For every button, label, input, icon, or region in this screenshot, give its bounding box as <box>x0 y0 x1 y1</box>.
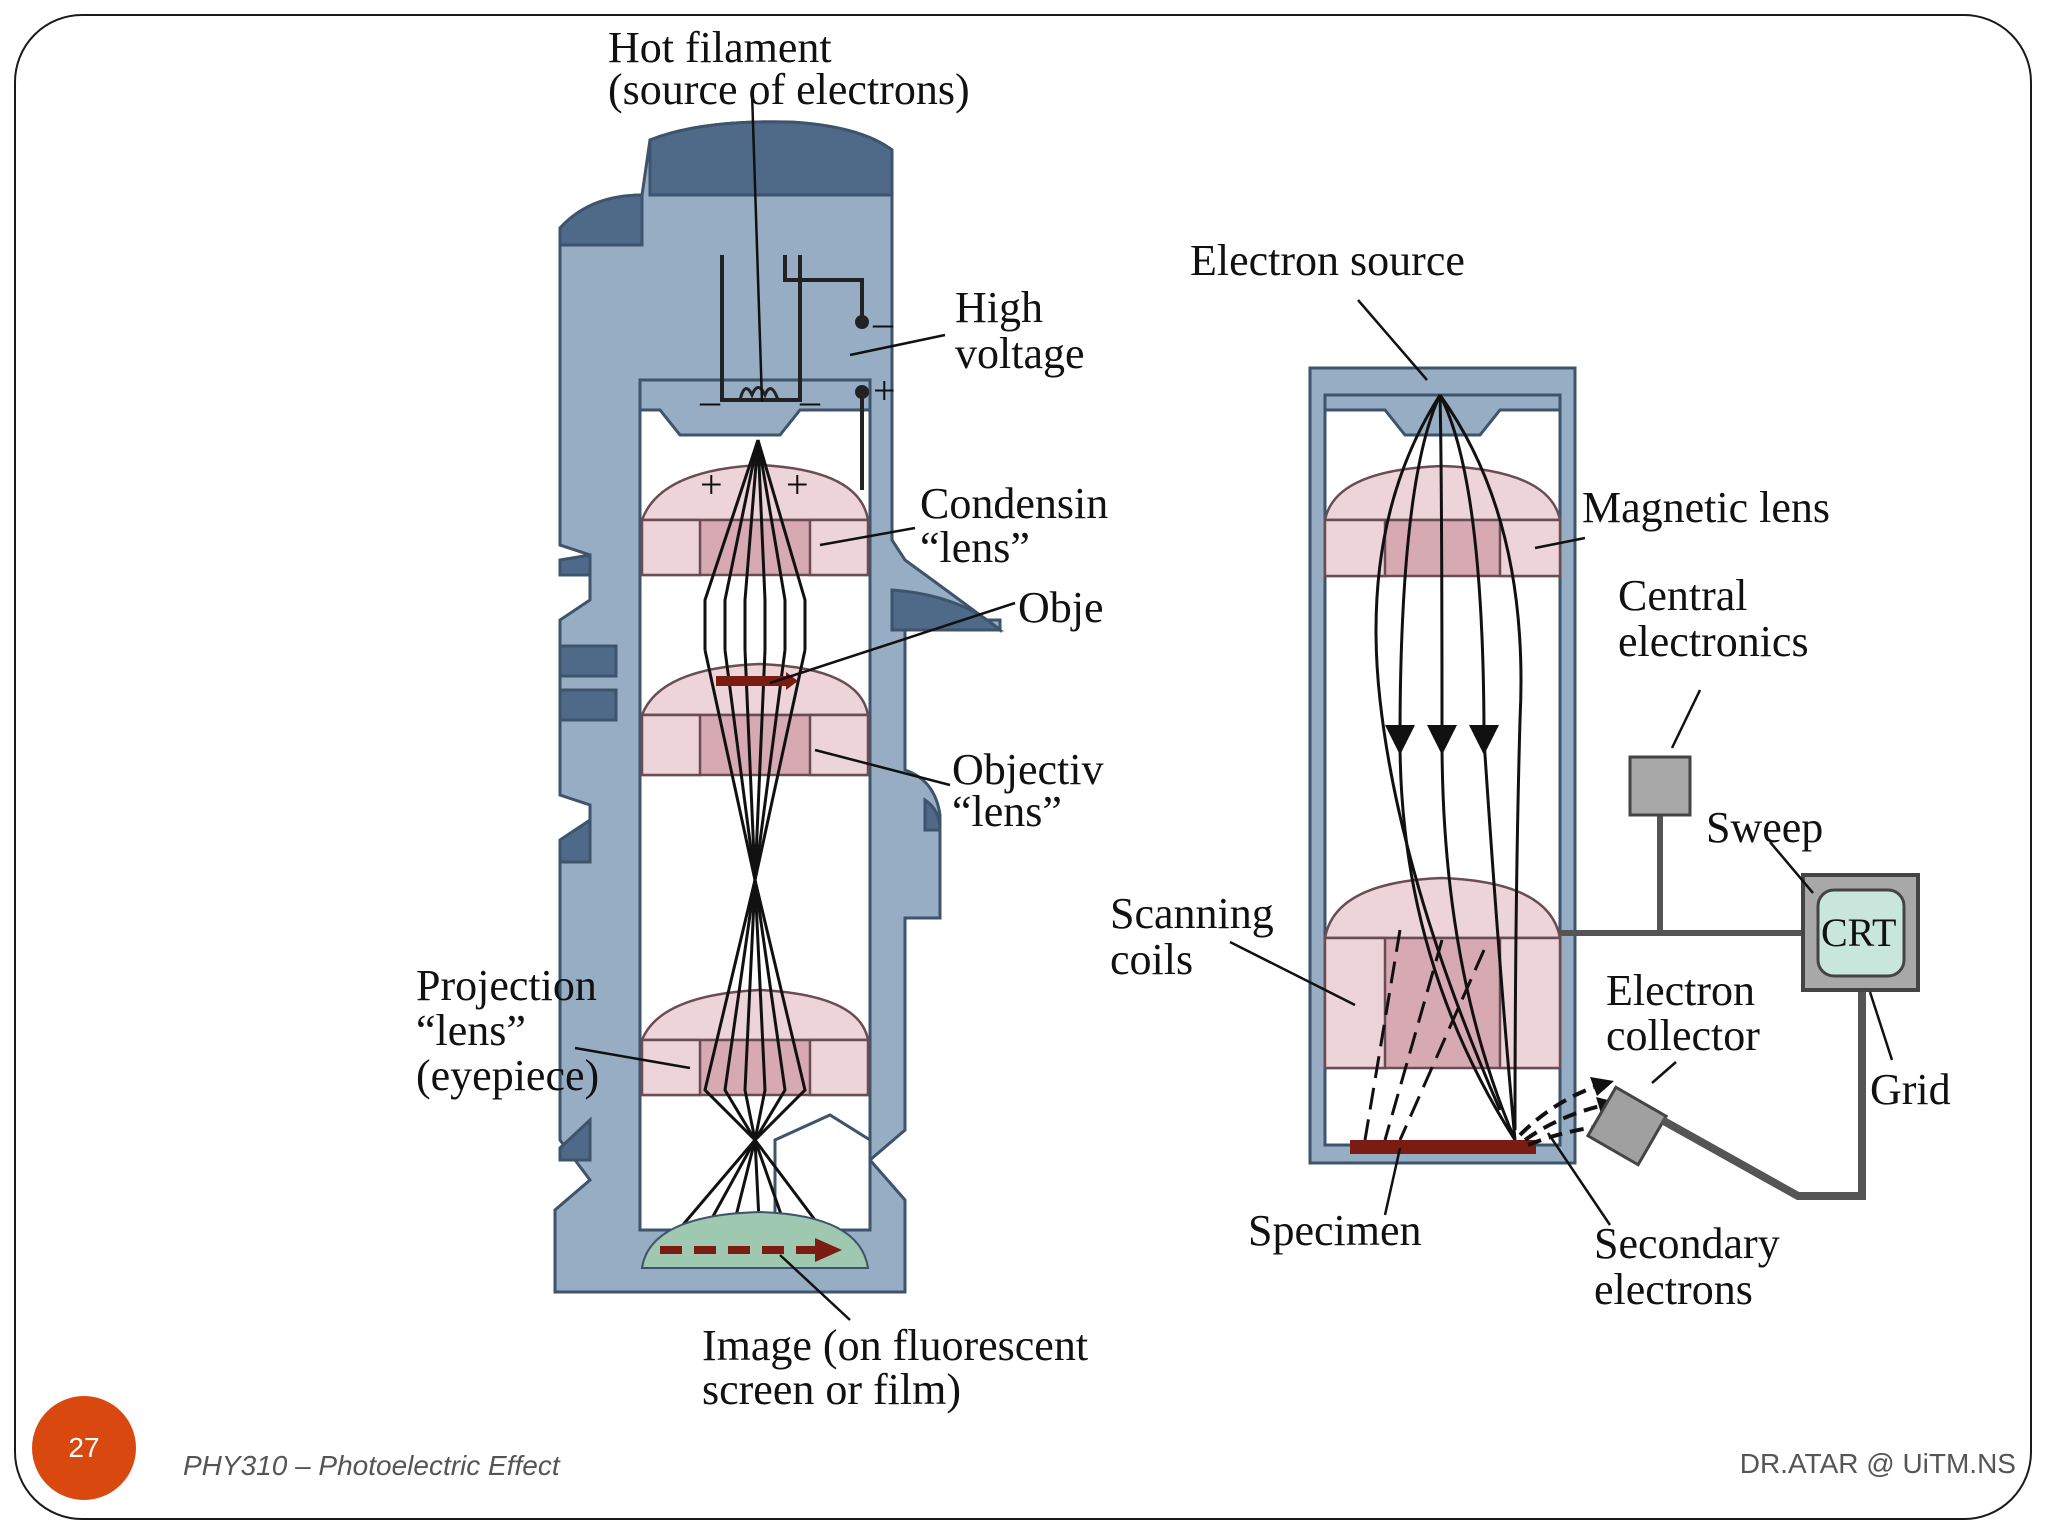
label-sweep: Sweep <box>1706 803 1823 852</box>
label-projection-lens: Projection <box>416 961 597 1010</box>
label-crt: CRT <box>1821 910 1896 955</box>
collector-wire <box>1660 990 1866 1200</box>
page-number-badge: 27 <box>32 1396 136 1500</box>
tem-flange-slot <box>558 688 618 722</box>
label-image: Image (on fluorescent <box>702 1321 1088 1370</box>
filament-housing <box>638 378 872 437</box>
tem-right-flange-cap <box>890 588 1004 632</box>
crt-monitor <box>1801 873 1920 992</box>
label-electron-collector-sub: collector <box>1606 1011 1760 1060</box>
image-arrow-head <box>815 1238 842 1262</box>
sem-diagram <box>1229 299 1920 1226</box>
label-secondary-electrons: Secondary <box>1594 1219 1780 1268</box>
label-objective-lens: Objectiv <box>952 745 1104 794</box>
projection-lens <box>640 988 870 1097</box>
scanning-coils <box>1323 876 1562 1070</box>
electron-collector <box>1585 1085 1669 1167</box>
tem-flange-notch <box>558 553 592 577</box>
objective-lens <box>640 662 870 777</box>
terminal-plus: + <box>873 368 896 413</box>
label-high-voltage-sub: voltage <box>955 329 1085 378</box>
sem-deflected-beam <box>1363 929 1486 1141</box>
filament-minus-right: – <box>799 378 821 423</box>
tem-flange-notch <box>923 797 942 832</box>
tem-flange-notch <box>558 1116 592 1162</box>
tem-electron-beam <box>668 439 832 1241</box>
tem-flange-slot <box>558 644 618 678</box>
condenser-plus-right: + <box>786 462 809 507</box>
label-high-voltage: High <box>955 283 1043 332</box>
label-electron-source: Electron source <box>1190 236 1465 285</box>
label-electron-collector: Electron <box>1606 966 1755 1015</box>
label-projection-lens-sub: “lens” <box>416 1006 526 1055</box>
label-hot-filament: Hot filament <box>608 23 832 72</box>
sem-electron-beam <box>1374 394 1523 1141</box>
tem-object-specimen <box>716 676 790 686</box>
condenser-plus-left: + <box>700 462 723 507</box>
label-scanning-coils-sub: coils <box>1110 935 1193 984</box>
footer-course-title: PHY310 – Photoelectric Effect <box>183 1450 560 1481</box>
tem-flange-notch <box>558 817 592 864</box>
label-central-electronics-sub: electronics <box>1618 617 1809 666</box>
page-number: 27 <box>68 1432 100 1463</box>
tem-top-cap <box>648 120 894 197</box>
tem-left-cap <box>558 193 644 247</box>
filament-minus-left: – <box>699 378 721 423</box>
footer-author: DR.ATAR @ UiTM.NS <box>1739 1448 2016 1479</box>
label-projection-lens-eyepiece: (eyepiece) <box>416 1051 599 1100</box>
terminal-minus: – <box>872 300 894 345</box>
label-hot-filament-sub: (source of electrons) <box>608 65 970 114</box>
label-specimen: Specimen <box>1248 1206 1422 1255</box>
label-image-sub: screen or film) <box>702 1365 961 1414</box>
central-electronics-box <box>1628 755 1692 817</box>
label-object: Obje <box>1018 583 1104 632</box>
tem-diagram: – – – + + + <box>553 91 1016 1321</box>
slide-frame <box>14 14 2032 1520</box>
sem-specimen <box>1350 1140 1536 1154</box>
label-objective-lens-sub: “lens” <box>952 787 1062 836</box>
label-grid: Grid <box>1870 1065 1951 1114</box>
label-scanning-coils: Scanning <box>1110 889 1274 938</box>
label-magnetic-lens: Magnetic lens <box>1582 483 1830 532</box>
label-secondary-electrons-sub: electrons <box>1594 1265 1753 1314</box>
label-condensing-lens-sub: “lens” <box>920 523 1030 572</box>
sem-electron-source-cap <box>1323 393 1562 437</box>
label-central-electronics: Central <box>1618 571 1748 620</box>
label-condensing-lens: Condensin <box>920 479 1108 528</box>
